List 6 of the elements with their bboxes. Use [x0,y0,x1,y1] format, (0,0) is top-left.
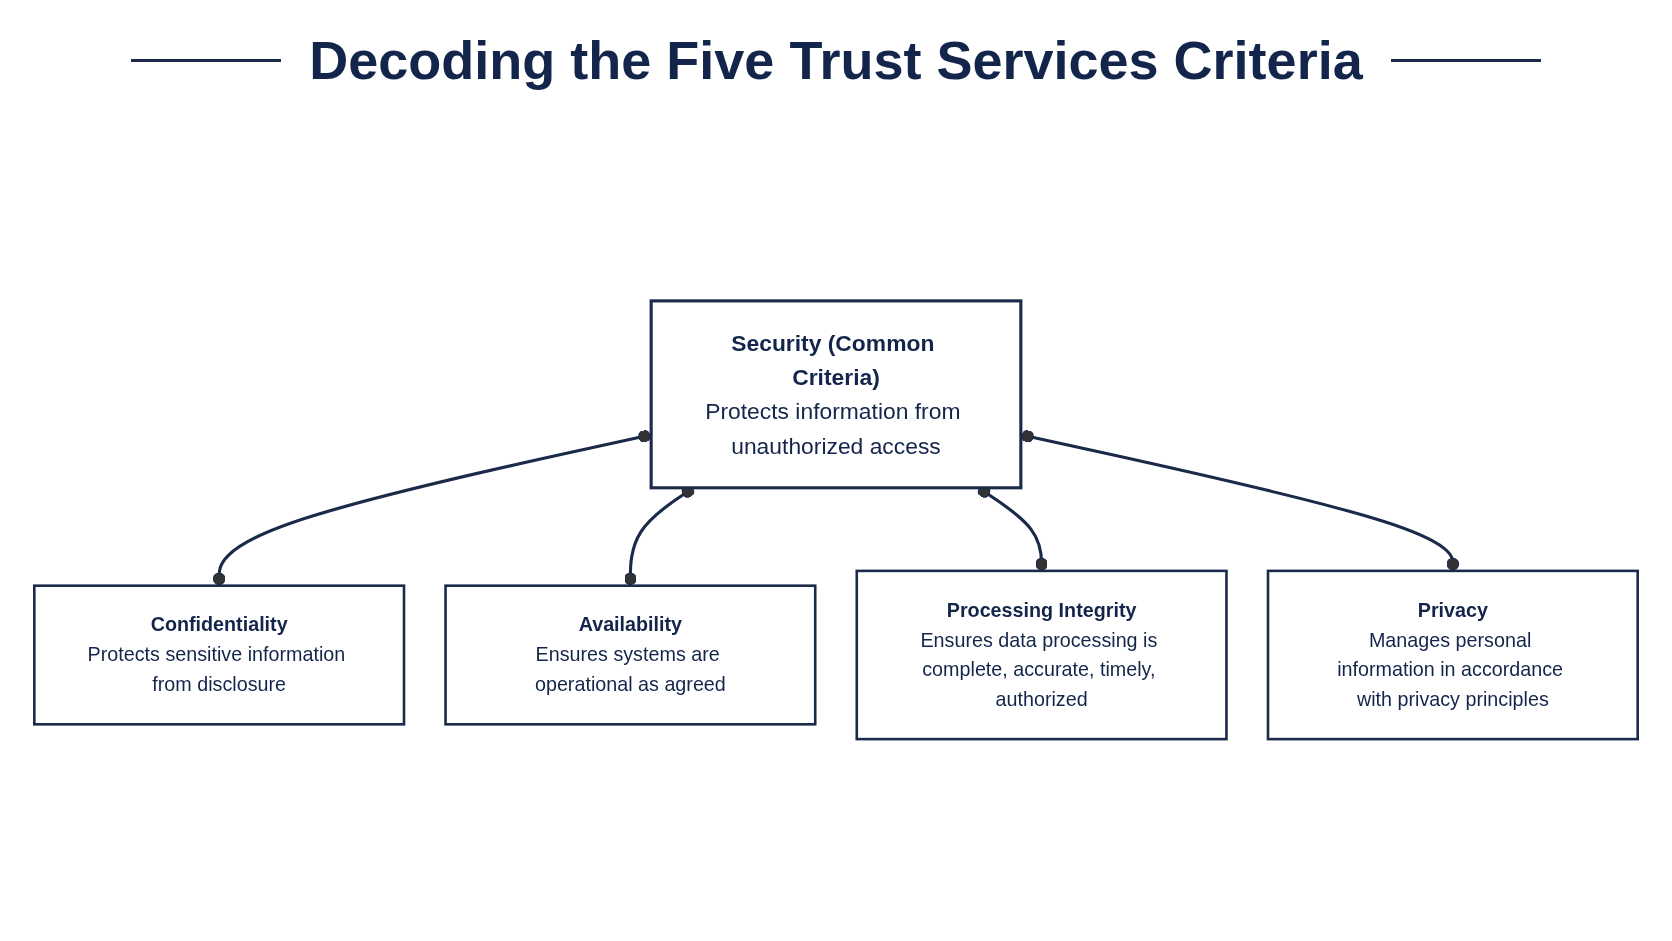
title: Decoding the Five Trust Services Criteria [309,29,1363,91]
node-box: Processing Integrity Ensures data processing is complete, accurate, timely, authorized [855,569,1228,741]
node-box: Confidentiality Protects sensitive information from disclosure [33,584,406,726]
node-box: Privacy Manages personal information in accordance with privacy principles [1266,569,1639,741]
node-box: Availability Ensures systems are operational as agreed [444,584,817,726]
node-box: Security (Common Criteria) Protects information from unauthorized access [649,299,1023,490]
